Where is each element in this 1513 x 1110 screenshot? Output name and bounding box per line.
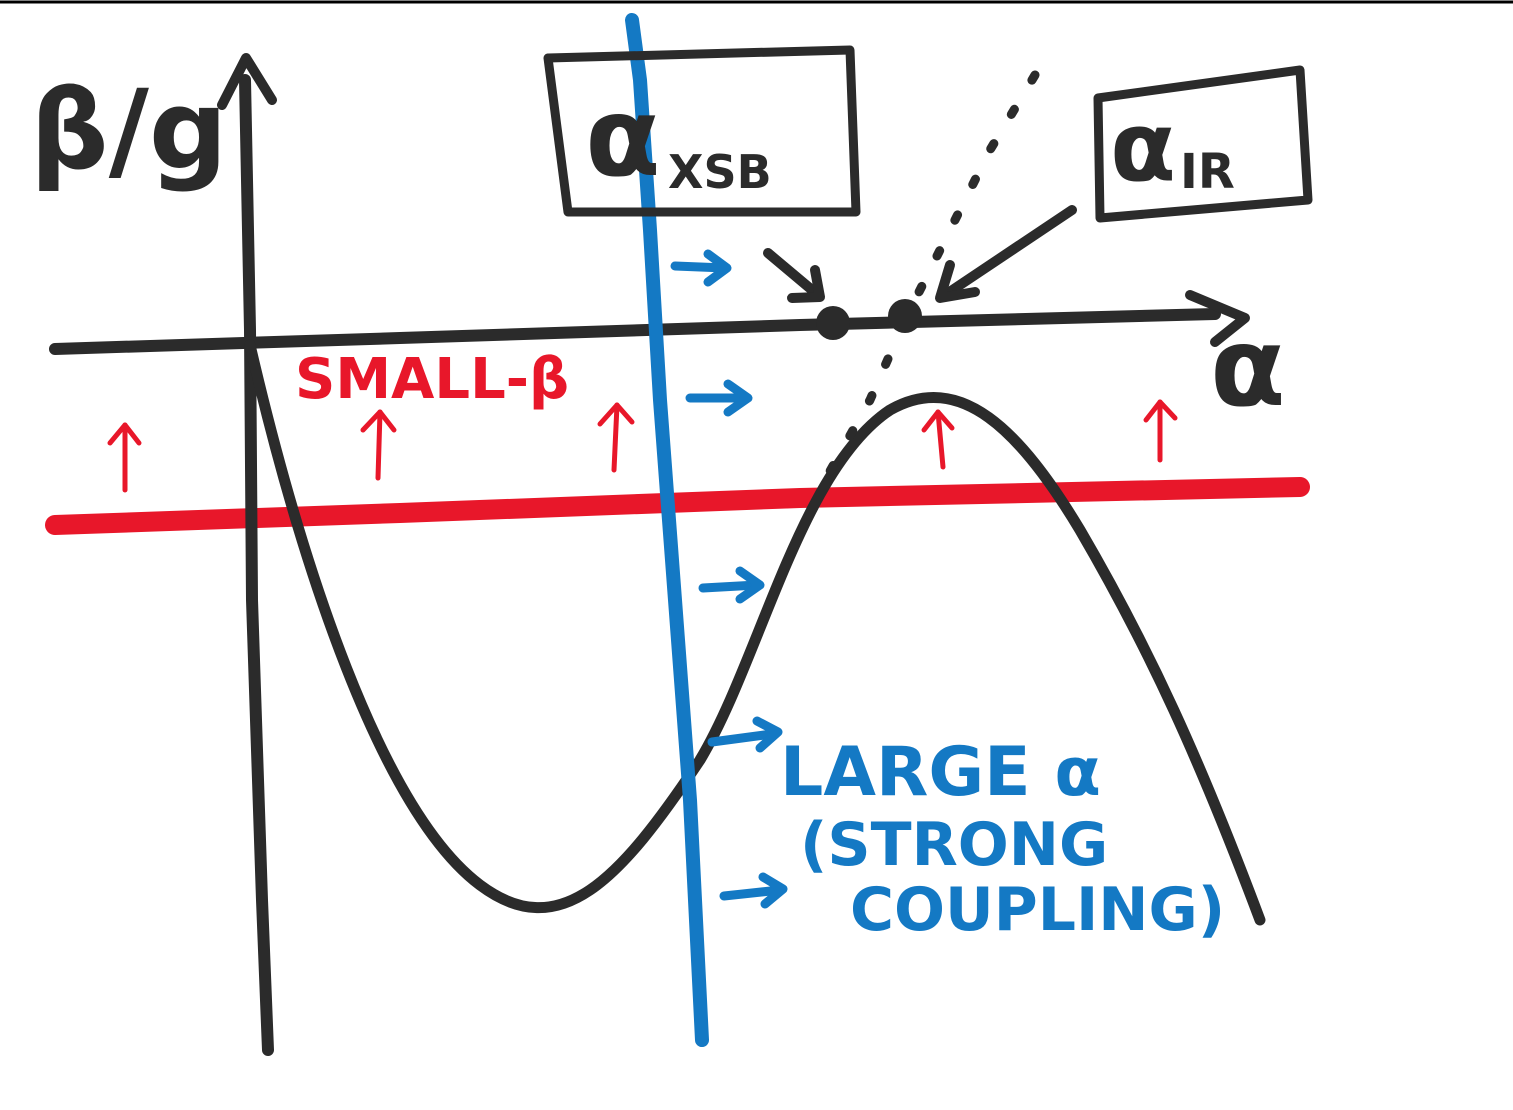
red-up-arrow bbox=[921, 409, 955, 470]
blue-right-arrow bbox=[670, 249, 732, 287]
alpha-ir-symbol: α bbox=[1110, 91, 1176, 203]
red-up-arrow bbox=[107, 422, 142, 493]
x-axis bbox=[49, 290, 1250, 355]
x-axis-label: α bbox=[1210, 303, 1286, 431]
red-up-arrows bbox=[107, 399, 1178, 493]
red-threshold-line bbox=[45, 477, 1310, 535]
large-alpha-line2: (STRONG bbox=[800, 810, 1108, 880]
small-beta-label: SMALL-β bbox=[295, 347, 569, 412]
alpha-ir-subscript: IR bbox=[1180, 144, 1235, 200]
red-up-arrow bbox=[1143, 399, 1178, 463]
red-up-arrow bbox=[360, 409, 397, 481]
large-alpha-label: LARGE α (STRONG COUPLING) bbox=[780, 733, 1225, 945]
blue-right-arrow bbox=[707, 716, 783, 753]
blue-right-arrow bbox=[685, 379, 753, 417]
alpha-xsb-symbol: α bbox=[585, 73, 661, 201]
large-alpha-line1: LARGE α bbox=[780, 733, 1101, 812]
y-axis bbox=[217, 53, 277, 1056]
alpha-xsb-subscript: XSB bbox=[668, 145, 772, 199]
red-up-arrow bbox=[597, 402, 635, 473]
alpha-xsb-box: α XSB bbox=[543, 45, 861, 217]
xsb-boundary-line bbox=[625, 13, 709, 1047]
blue-right-arrow bbox=[698, 566, 765, 604]
fixed-point-xsb-dot bbox=[816, 306, 850, 340]
alpha-ir-box: α IR bbox=[1093, 65, 1313, 223]
ir-pointer-arrow bbox=[935, 205, 1077, 303]
xsb-pointer-arrow bbox=[763, 248, 825, 303]
beta-function-curve bbox=[244, 339, 1266, 926]
y-axis-label: β/g bbox=[30, 66, 228, 194]
blue-right-arrows bbox=[670, 249, 788, 909]
fixed-point-ir-dot bbox=[888, 299, 922, 333]
large-alpha-line3: COUPLING) bbox=[850, 875, 1225, 945]
blue-right-arrow bbox=[719, 872, 788, 909]
